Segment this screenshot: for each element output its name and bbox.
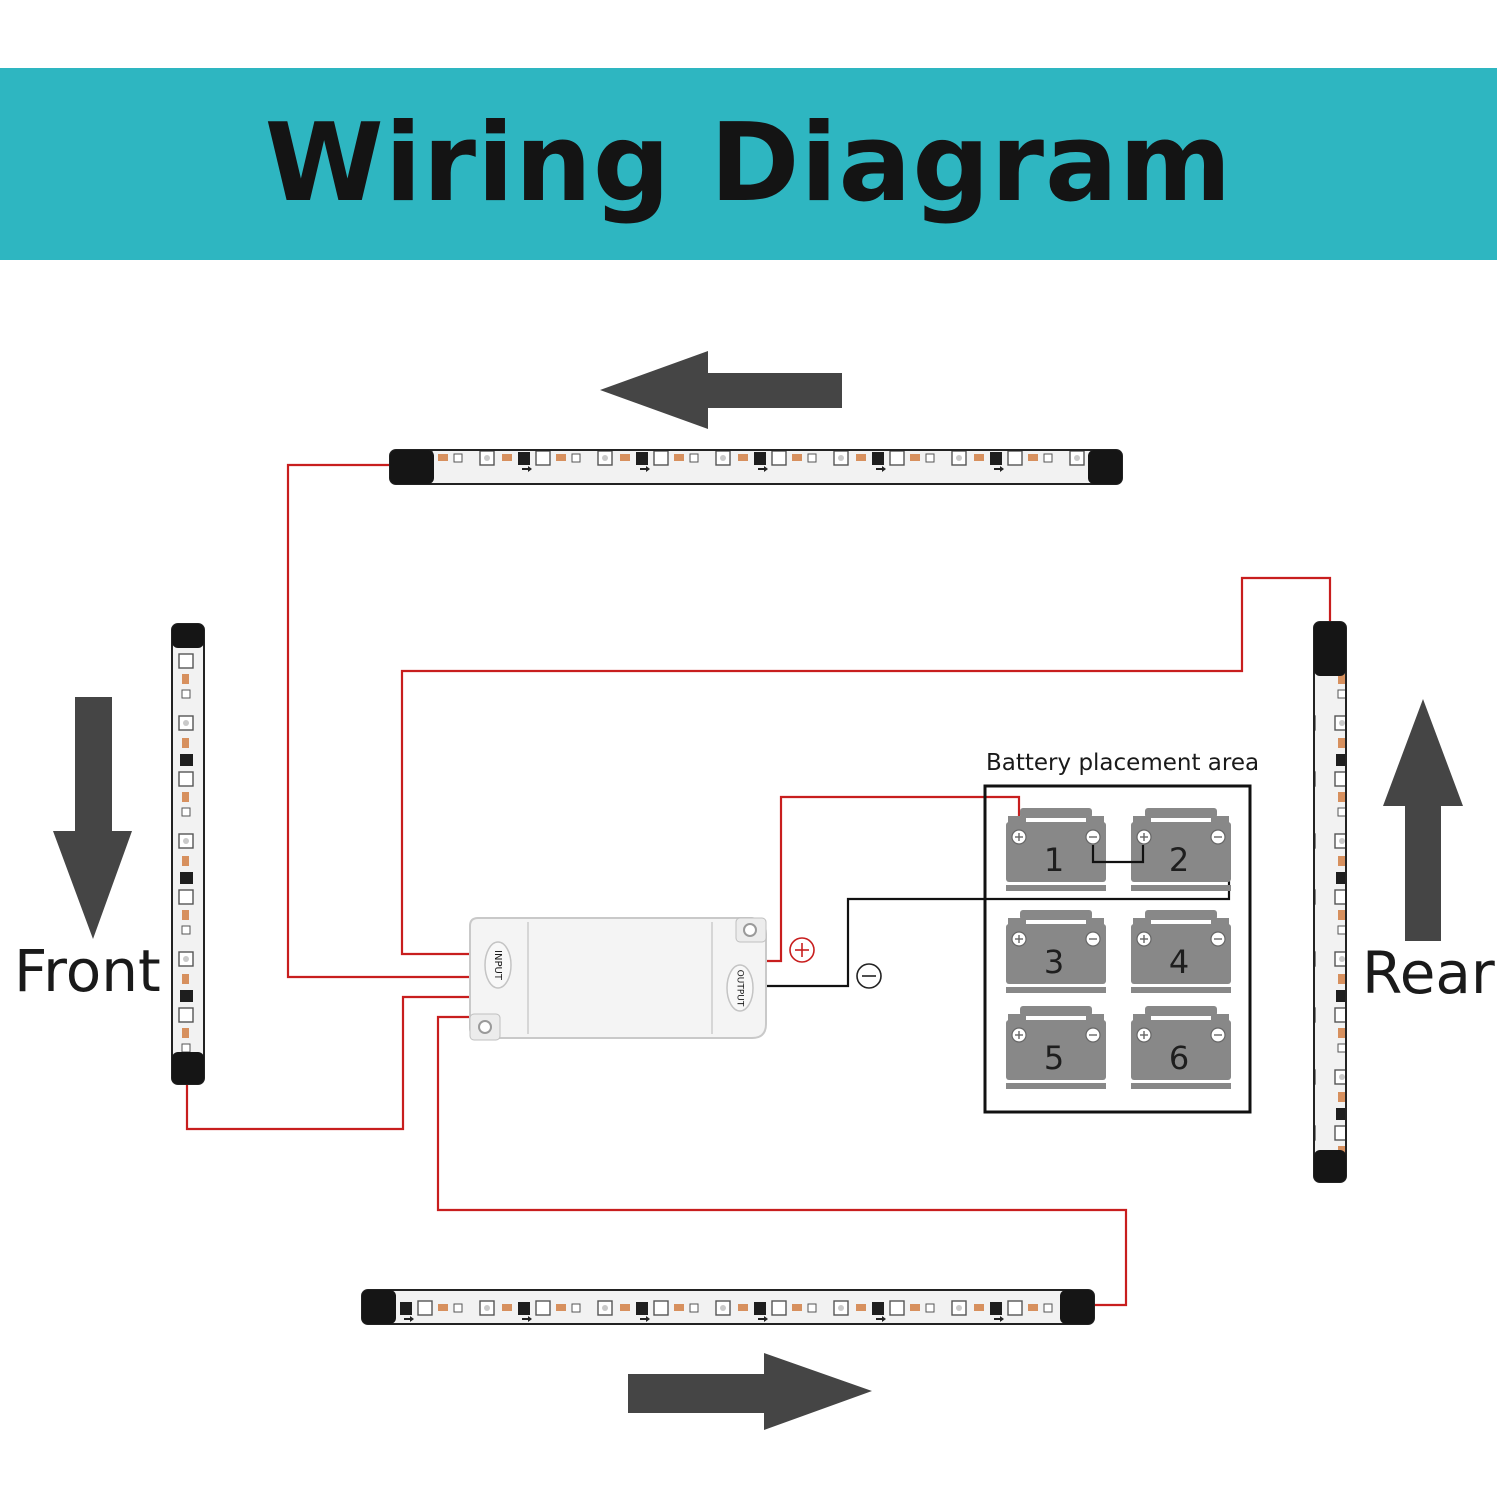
battery-icon: 3 xyxy=(1006,910,1106,993)
battery-minus-icon xyxy=(1085,931,1101,947)
title-banner: Wiring Diagram xyxy=(0,68,1497,260)
battery-minus-icon xyxy=(1210,1027,1226,1043)
battery-series-link xyxy=(1091,845,1145,864)
battery-icon: 1 xyxy=(1006,808,1106,891)
controller-input-label: INPUT xyxy=(492,950,503,981)
battery-number: 4 xyxy=(1169,943,1189,981)
arrow-right-icon xyxy=(628,1353,872,1430)
wire-rear-strip xyxy=(400,576,1332,956)
battery-icon: 5 xyxy=(1006,1006,1106,1089)
page-title: Wiring Diagram xyxy=(264,101,1233,226)
battery-area-frame xyxy=(983,784,1252,1114)
battery-number: 6 xyxy=(1169,1039,1189,1077)
battery-plus-icon xyxy=(1011,829,1027,845)
battery-plus-icon xyxy=(1136,931,1152,947)
battery-plus-icon xyxy=(1136,1027,1152,1043)
rear-label: Rear xyxy=(1362,939,1495,1007)
battery-minus-icon xyxy=(1210,829,1226,845)
wire-bottom-strip xyxy=(436,1015,1128,1307)
positive-terminal-icon xyxy=(789,937,815,963)
battery-icon: 6 xyxy=(1131,1006,1231,1089)
wire-top-strip xyxy=(286,463,472,979)
arrow-down-icon xyxy=(53,697,132,939)
battery-number: 2 xyxy=(1169,841,1189,879)
battery-minus-icon xyxy=(1085,829,1101,845)
battery-number: 3 xyxy=(1044,943,1064,981)
arrow-left-icon xyxy=(600,351,842,429)
battery-grid: 1 2 3 4 5 6 xyxy=(1006,808,1231,1089)
battery-minus-icon xyxy=(1085,1027,1101,1043)
led-strip-bottom xyxy=(361,1289,1095,1325)
wire-battery-positive xyxy=(767,795,1021,963)
led-strip-top xyxy=(389,449,1123,485)
controller-box[interactable]: INPUT OUTPUT xyxy=(469,917,767,1041)
battery-icon: 2 xyxy=(1131,808,1231,891)
battery-area-label: Battery placement area xyxy=(986,750,1259,776)
front-label: Front xyxy=(14,937,161,1005)
battery-minus-icon xyxy=(1210,931,1226,947)
led-strip-front xyxy=(171,623,205,1085)
battery-icon: 4 xyxy=(1131,910,1231,993)
red-wires xyxy=(185,463,1332,1307)
battery-plus-icon xyxy=(1011,931,1027,947)
battery-plus-icon xyxy=(1011,1027,1027,1043)
wire-front-strip xyxy=(185,995,472,1131)
negative-terminal-icon xyxy=(856,963,882,989)
arrow-up-icon xyxy=(1383,699,1463,941)
led-strip-rear xyxy=(1313,621,1347,1183)
battery-number: 1 xyxy=(1044,841,1064,879)
controller-output-label: OUTPUT xyxy=(735,970,745,1007)
battery-plus-icon xyxy=(1136,829,1152,845)
battery-number: 5 xyxy=(1044,1039,1064,1077)
